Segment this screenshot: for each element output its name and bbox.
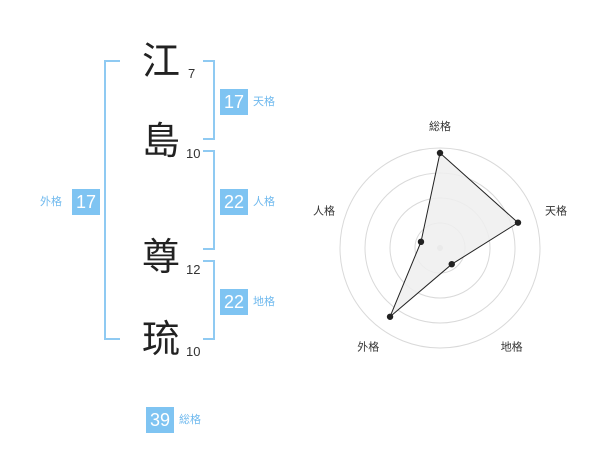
jinkaku-badge: 22 xyxy=(220,189,248,215)
name-char-2: 島 xyxy=(142,119,181,163)
chikaku-badge: 22 xyxy=(220,289,248,315)
stroke-count-1: 7 xyxy=(188,66,196,81)
radar-axis-label: 外格 xyxy=(357,340,379,354)
radar-point xyxy=(436,149,444,157)
tenkaku-badge: 17 xyxy=(220,89,248,115)
radar-point xyxy=(386,313,394,320)
stroke-count-2: 10 xyxy=(186,146,201,161)
radar-point xyxy=(417,238,425,246)
radar-area xyxy=(389,152,519,318)
tenkaku-bracket xyxy=(203,60,215,140)
chikaku-bracket xyxy=(203,260,215,340)
radar-axis-label: 天格 xyxy=(545,203,567,217)
gaikaku-bracket xyxy=(104,60,120,340)
jinkaku-bracket xyxy=(203,150,215,250)
radar-axis-label: 総格 xyxy=(429,119,451,133)
radar-points xyxy=(386,149,522,320)
radar-axis-label: 地格 xyxy=(501,340,523,354)
stroke-count-4: 10 xyxy=(186,344,201,359)
name-char-3: 尊 xyxy=(142,235,181,279)
stroke-count-3: 12 xyxy=(186,262,201,277)
name-char-1: 江 xyxy=(142,39,181,83)
tenkaku-label: 天格 xyxy=(253,95,275,108)
radar-point xyxy=(448,260,455,268)
chikaku-label: 地格 xyxy=(253,295,275,308)
gaikaku-badge: 17 xyxy=(72,189,100,215)
jinkaku-label: 人格 xyxy=(253,195,275,208)
radar-axis-label: 人格 xyxy=(313,203,335,217)
soukaku-label: 総格 xyxy=(179,413,201,426)
soukaku-badge: 39 xyxy=(146,407,174,433)
gaikaku-label: 外格 xyxy=(40,195,62,208)
radar-point xyxy=(514,219,522,226)
radar-ring xyxy=(339,147,541,349)
name-char-4: 琉 xyxy=(142,317,181,361)
